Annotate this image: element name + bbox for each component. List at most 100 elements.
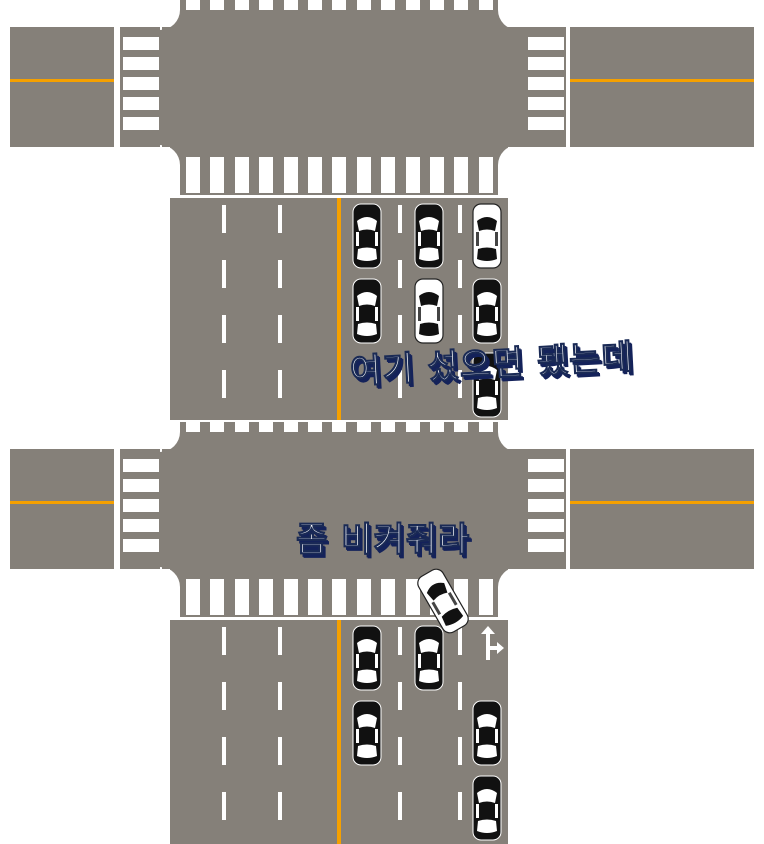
intersection-bottom: [0, 422, 764, 844]
crosswalk-stripe: [405, 0, 420, 10]
crosswalk-stripe: [528, 479, 564, 492]
crosswalk-stripe: [478, 422, 493, 432]
crosswalk-stripe: [283, 0, 298, 10]
lane-dash: [398, 260, 402, 288]
stop-line-east: [566, 449, 569, 569]
crosswalk-stripe: [528, 519, 564, 532]
lane-dash: [458, 737, 462, 765]
car-black: [352, 278, 382, 344]
crosswalk-stripe: [123, 519, 159, 532]
lane-dash: [278, 737, 282, 765]
crosswalk-stripe: [405, 422, 420, 432]
lane-dash: [458, 370, 462, 398]
crosswalk-stripe: [454, 0, 469, 10]
lane-dash: [222, 370, 226, 398]
crosswalk-stripe: [528, 539, 564, 552]
crosswalk-stripe: [210, 0, 225, 10]
crosswalk-stripe: [123, 479, 159, 492]
lane-dash: [278, 315, 282, 343]
crosswalk-stripe: [356, 0, 371, 10]
crosswalk-stripe: [234, 0, 249, 10]
crosswalk-stripe: [528, 459, 564, 472]
crosswalk-stripe: [430, 0, 444, 10]
corner: [160, 145, 180, 195]
stop-line-west: [116, 27, 119, 147]
lane-dash: [398, 737, 402, 765]
caption-bottom: 좀 비켜줘라: [295, 520, 471, 561]
corner: [160, 0, 180, 30]
corner: [498, 567, 518, 617]
center-line-west: [10, 501, 114, 504]
crosswalk-stripe: [528, 57, 564, 70]
crosswalk-stripe: [308, 0, 322, 10]
crosswalk-stripe: [356, 422, 371, 432]
car-black: [472, 775, 502, 841]
crosswalk-stripe: [234, 422, 249, 432]
center-line-east: [570, 501, 754, 504]
lane-dash: [278, 370, 282, 398]
lane-dash: [222, 260, 226, 288]
crosswalk-stripe: [430, 422, 444, 432]
crosswalk-stripe: [186, 422, 200, 432]
crosswalk-stripe: [405, 579, 420, 615]
crosswalk-stripe: [381, 157, 396, 193]
crosswalk-stripe: [283, 422, 298, 432]
intersection-core: [162, 449, 524, 569]
lane-dash: [222, 682, 226, 710]
crosswalk-stripe: [259, 579, 274, 615]
crosswalk-stripe: [478, 0, 493, 10]
lane-dash: [398, 205, 402, 233]
crosswalk-stripe: [308, 157, 322, 193]
lane-dash: [222, 737, 226, 765]
crosswalk-stripe: [259, 422, 274, 432]
crosswalk-stripe: [332, 0, 347, 10]
stop-line-south: [170, 617, 508, 620]
crosswalk-stripe: [123, 77, 159, 90]
crosswalk-stripe: [210, 157, 225, 193]
lane-dash: [398, 682, 402, 710]
crosswalk-stripe: [283, 157, 298, 193]
crosswalk-stripe: [259, 157, 274, 193]
crosswalk-stripe: [381, 422, 396, 432]
center-line-south: [337, 620, 341, 844]
crosswalk-stripe: [454, 157, 469, 193]
car-black: [352, 625, 382, 691]
road-east: [570, 449, 754, 569]
crosswalk-stripe: [123, 539, 159, 552]
crosswalk-stripe: [332, 157, 347, 193]
crosswalk-stripe: [405, 157, 420, 193]
lane-dash: [278, 205, 282, 233]
crosswalk-stripe: [332, 579, 347, 615]
corner: [498, 0, 518, 30]
car-black: [472, 278, 502, 344]
crosswalk-stripe: [234, 157, 249, 193]
crosswalk-stripe: [123, 117, 159, 130]
corner: [498, 145, 518, 195]
lane-dash: [458, 792, 462, 820]
corner: [160, 422, 180, 452]
crosswalk-stripe: [356, 157, 371, 193]
lane-dash: [458, 682, 462, 710]
lane-dash: [458, 205, 462, 233]
road-east: [570, 27, 754, 147]
intersection-core: [162, 27, 524, 147]
crosswalk-stripe: [186, 157, 200, 193]
crosswalk-stripe: [332, 422, 347, 432]
lane-dash: [458, 627, 462, 655]
lane-dash: [222, 205, 226, 233]
car-black: [472, 700, 502, 766]
crosswalk-stripe: [454, 422, 469, 432]
crosswalk-stripe: [123, 37, 159, 50]
intersection-top: [0, 0, 764, 420]
car-white: [472, 203, 502, 269]
car-black: [352, 203, 382, 269]
straight-right-arrow-icon: [481, 626, 504, 660]
center-line-south: [337, 198, 341, 420]
lane-dash: [398, 315, 402, 343]
corner: [498, 422, 518, 452]
crosswalk-stripe: [123, 57, 159, 70]
corner: [160, 567, 180, 617]
crosswalk-stripe: [308, 422, 322, 432]
crosswalk-stripe: [259, 0, 274, 10]
road-west: [10, 449, 114, 569]
